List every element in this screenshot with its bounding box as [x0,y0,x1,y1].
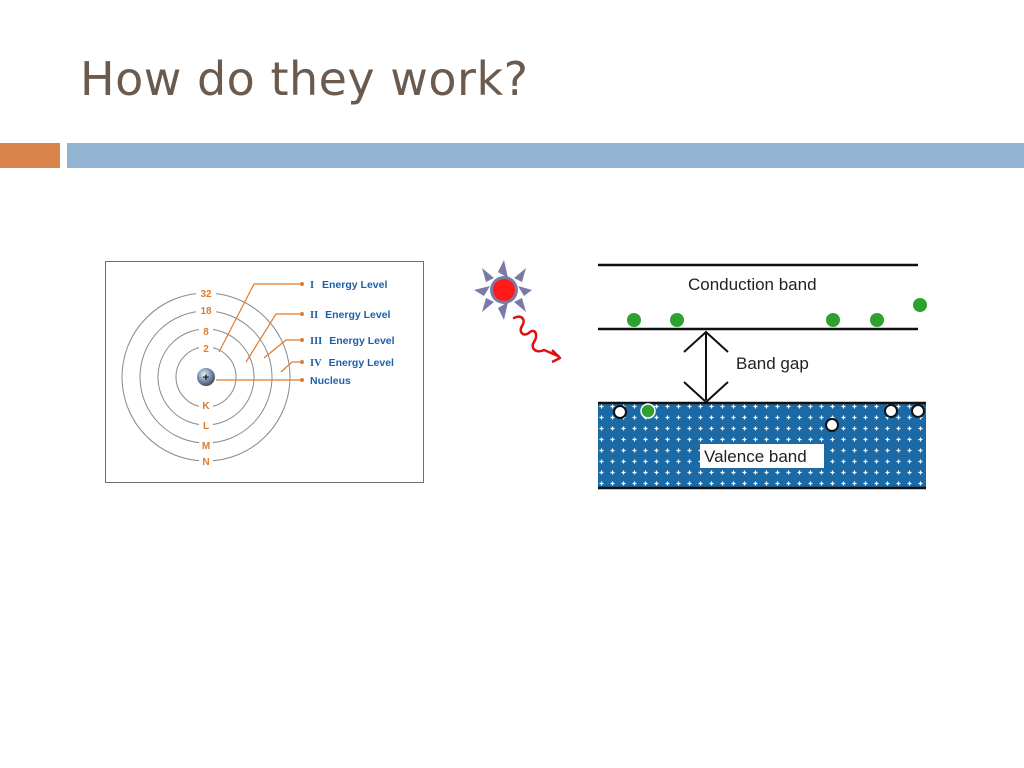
label-energy-level-2: II Energy Level [310,309,391,321]
electron [670,313,684,327]
slide-title: How do they work? [80,52,529,106]
shell-count-l: 8 [203,327,209,338]
leader-line-level-4 [280,361,302,373]
leader-line-level-2 [245,313,302,363]
label-energy-level-4: IV Energy Level [310,357,394,369]
label-nucleus: Nucleus [310,375,351,387]
electron [913,298,927,312]
title-accent-bar-orange [0,143,60,168]
nucleus-plus-sign: + [203,372,209,384]
nucleus [197,368,215,386]
leader-line-level-3 [263,339,302,359]
shell-letter-k: K [202,401,210,412]
electron [627,313,641,327]
shell-count-k: 2 [203,344,209,355]
valence-band-label-background [700,444,824,468]
electron [826,313,840,327]
shell-count-m: 18 [200,306,212,317]
hole [825,418,839,432]
label-energy-level-1: I Energy Level [310,279,387,291]
shell-letter-l: L [203,421,209,432]
band-gap-label: Band gap [736,354,809,373]
atom-energy-level-diagram: + 32 18 8 2 K L M N I Energy Level [105,261,424,483]
hole [884,404,898,418]
shell-letter-n: N [202,457,209,468]
conduction-band-label: Conduction band [688,275,817,294]
photon-arrowhead [551,349,562,364]
electron [870,313,884,327]
label-energy-level-3: III Energy Level [310,335,395,347]
hole [613,405,627,419]
atom-diagram-svg: + 32 18 8 2 K L M N I Energy Level [121,279,395,468]
shell-count-n: 32 [200,289,212,300]
leader-line-level-1 [218,283,302,353]
shell-letter-m: M [202,441,210,452]
electron [640,403,656,419]
band-gap-diagram: Conduction band Band gap Valence band [598,263,927,490]
photon-wave-arrow [512,315,560,358]
title-accent-bar-blue [67,143,1024,168]
band-gap-arrowhead-up [683,330,729,353]
valence-band-label: Valence band [704,447,807,466]
sun-icon [474,260,532,320]
hole [911,404,925,418]
photon-illustration [474,260,562,364]
